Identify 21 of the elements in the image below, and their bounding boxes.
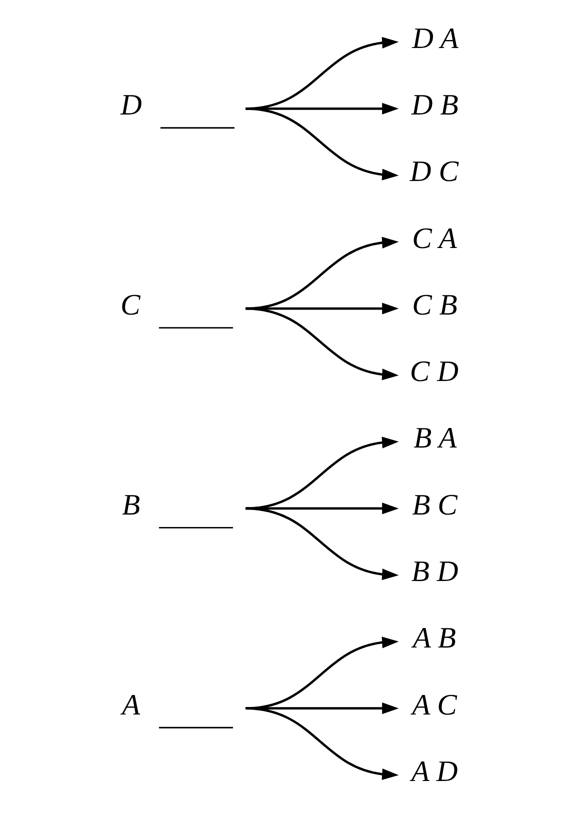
arrow — [245, 306, 398, 380]
node-text: B A — [413, 422, 456, 454]
node-text: D A — [412, 22, 458, 54]
node-text: B C — [412, 488, 457, 521]
arrow — [245, 107, 398, 180]
node-text: B D — [410, 555, 458, 588]
node-text: A D — [410, 755, 458, 788]
node-text: D B — [410, 89, 458, 122]
node-text: B — [121, 488, 140, 521]
node-text: C D — [409, 356, 458, 388]
node-text: A C — [412, 688, 456, 721]
node-text: C A — [412, 222, 456, 254]
arrow — [245, 436, 398, 510]
node-text: C B — [412, 288, 457, 321]
node-text: C — [120, 288, 140, 321]
node-text: D C — [409, 156, 458, 188]
node-text: A B — [412, 622, 456, 654]
node-text: A — [121, 688, 140, 721]
arrow — [245, 506, 398, 580]
node-text: D — [120, 89, 142, 122]
arrow — [245, 706, 398, 780]
